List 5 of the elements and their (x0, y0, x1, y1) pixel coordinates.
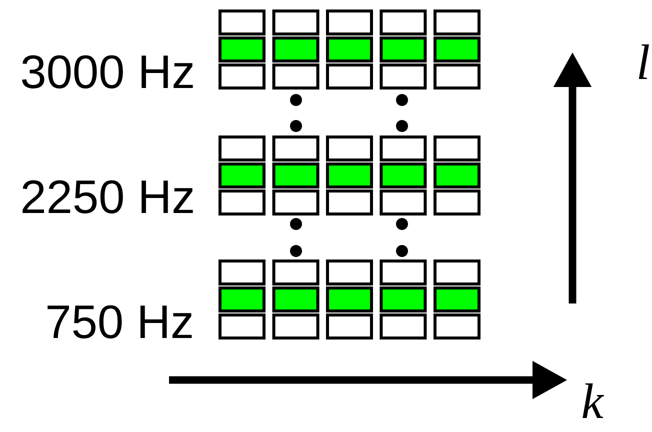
axis-label: l (638, 44, 649, 79)
frequency-label: 2250 Hz (22, 180, 193, 214)
frequency-label: 750 Hz (48, 305, 192, 338)
axis-label: k (582, 383, 604, 418)
frequency-label: 3000 Hz (22, 55, 193, 88)
